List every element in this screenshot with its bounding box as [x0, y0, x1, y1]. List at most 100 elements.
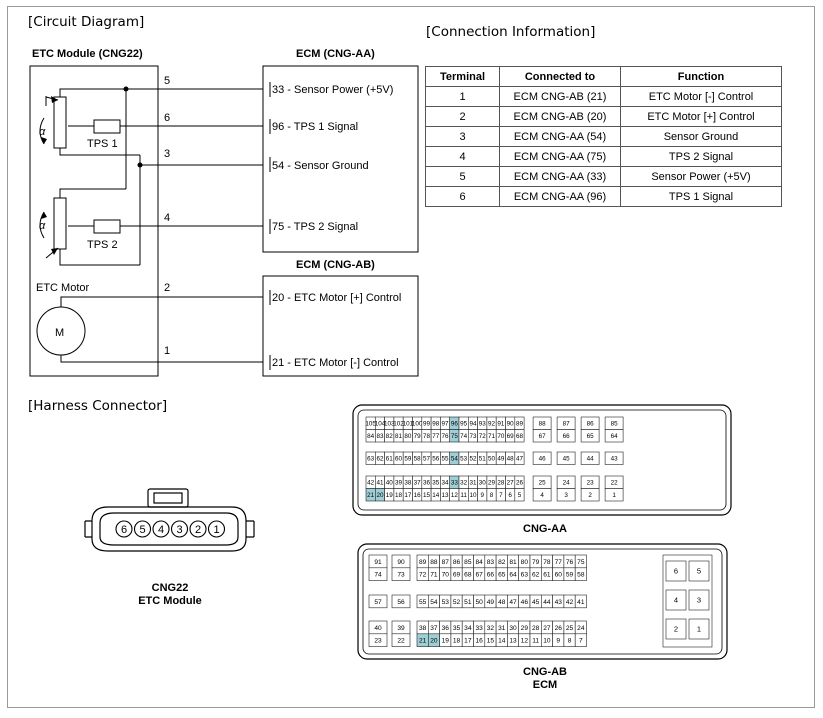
cng-ab-caption: CNG-AB ECM — [500, 666, 590, 692]
pin-cell — [574, 633, 587, 647]
etc-module-box — [29, 65, 159, 377]
cell: Sensor Ground — [620, 126, 782, 147]
cell: ECM CNG-AB (20) — [499, 106, 621, 127]
pin-cell — [556, 488, 576, 502]
pin-number: 93 — [479, 421, 487, 428]
pin-number: 17 — [404, 492, 412, 499]
pin-cell — [604, 488, 624, 502]
cng22-pin — [207, 520, 226, 538]
harness-connector-heading: [Harness Connector] — [28, 398, 168, 414]
pin-number: 25 — [566, 625, 574, 632]
pin-cell — [556, 429, 576, 443]
cng22-pin — [115, 520, 133, 538]
cell: ECM CNG-AB (21) — [499, 86, 621, 107]
pin-number: 59 — [404, 456, 412, 463]
cell: 3 — [425, 126, 500, 147]
ecm-wire-96: 96 - TPS 1 Signal — [272, 121, 358, 133]
tps2-resistor — [53, 197, 67, 250]
pin-number: 7 — [579, 638, 583, 645]
pin-number: 81 — [395, 433, 403, 440]
pin-number: 13 — [509, 638, 517, 645]
pin-number: 67 — [539, 433, 547, 440]
pin-cell — [688, 560, 710, 582]
pin-number: 16 — [475, 638, 483, 645]
cng22-pin-number: 3 — [176, 524, 182, 536]
pin-number: 14 — [498, 638, 506, 645]
pin-number: 5 — [518, 492, 522, 499]
pin-number: 66 — [487, 572, 495, 579]
pin-number: 28 — [532, 625, 540, 632]
pin-number: 86 — [453, 559, 461, 566]
pin-number: 68 — [464, 572, 472, 579]
pin-number: 101 — [403, 421, 414, 428]
pin-number: 37 — [414, 480, 422, 487]
page-frame — [7, 6, 815, 708]
pin-number: 63 — [367, 456, 375, 463]
cng-ab-subtitle: ECM — [532, 679, 558, 691]
etc-motor-label: ETC Motor — [36, 282, 90, 294]
pin-number: 71 — [430, 572, 438, 579]
ecm-wire-75: 75 - TPS 2 Signal — [272, 221, 358, 233]
pin-number: 31 — [498, 625, 506, 632]
pin-cell — [368, 567, 388, 581]
pin-number: 25 — [539, 480, 547, 487]
pin-number: 74 — [374, 572, 382, 579]
pin-number: 20 — [376, 492, 384, 499]
pin-number: 41 — [376, 480, 384, 487]
cng22-pin — [170, 520, 189, 538]
pin-number: 52 — [469, 456, 477, 463]
pin-number: 17 — [464, 638, 472, 645]
pin-number: 48 — [507, 456, 515, 463]
pin-number: 79 — [414, 433, 422, 440]
pin-number: 84 — [367, 433, 375, 440]
pin-number: 58 — [414, 456, 422, 463]
pin-number: 68 — [516, 433, 524, 440]
pin-number: 12 — [521, 638, 529, 645]
pin-number: 31 — [469, 480, 477, 487]
cng22-pin-number: 6 — [121, 524, 127, 536]
pin-number: 48 — [498, 599, 506, 606]
pin-cell — [556, 451, 576, 465]
pin-number: 34 — [442, 480, 450, 487]
pin-number: 96 — [451, 421, 459, 428]
pin-cell — [532, 451, 552, 465]
pin-number: 69 — [507, 433, 515, 440]
cell: TPS 1 Signal — [620, 186, 782, 207]
pin-cell — [665, 560, 687, 582]
pin-number: 72 — [479, 433, 487, 440]
pin-number: 100 — [412, 421, 423, 428]
tps2-box — [93, 219, 121, 234]
pin-cell — [514, 488, 525, 502]
ecm-wire-20: 20 - ETC Motor [+] Control — [272, 292, 401, 304]
pin-number: 92 — [488, 421, 496, 428]
pin-number: 36 — [423, 480, 431, 487]
pin-number: 95 — [460, 421, 468, 428]
pin-number: 3 — [564, 492, 568, 499]
pin-number: 40 — [386, 480, 394, 487]
ecm-wire-33: 33 - Sensor Power (+5V) — [272, 84, 393, 96]
ecm-aa-box — [262, 65, 419, 253]
pin-cell — [514, 451, 525, 465]
ecm-wire-21: 21 - ETC Motor [-] Control — [272, 357, 399, 369]
pin-number: 8 — [568, 638, 572, 645]
pin-number: 65 — [498, 572, 506, 579]
pin-number: 83 — [376, 433, 384, 440]
pin-number: 59 — [566, 572, 574, 579]
pin-number: 20 — [430, 638, 438, 645]
pin-number: 55 — [442, 456, 450, 463]
pin-number: 56 — [432, 456, 440, 463]
pin-cell — [665, 589, 687, 611]
pin-number: 16 — [414, 492, 422, 499]
pin-number: 46 — [539, 456, 547, 463]
pin-number: 11 — [460, 492, 467, 499]
pin-number: 3 — [697, 596, 701, 605]
pin-number: 44 — [587, 456, 595, 463]
pin-number: 1 — [612, 492, 616, 499]
pin-number: 63 — [521, 572, 529, 579]
pin-cell — [580, 451, 600, 465]
pin-cell — [514, 429, 525, 443]
pin-number: 50 — [475, 599, 483, 606]
pin-number: 94 — [469, 421, 477, 428]
pin-number: 86 — [587, 421, 595, 428]
